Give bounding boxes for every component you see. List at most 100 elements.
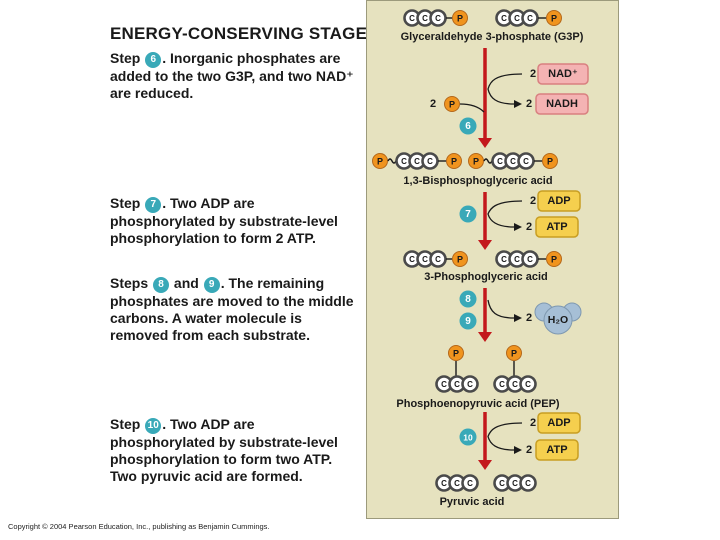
phosphate-label: P (551, 14, 557, 24)
carbon-label: C (510, 157, 516, 166)
side-reaction-curve (487, 422, 523, 451)
steps-8-9-text: . The remaining phosphates are moved to … (110, 275, 354, 343)
atp-coefficient: 2 (526, 444, 532, 456)
bpg-label: 1,3-Bisphosphoglyceric acid (403, 175, 552, 187)
carbon-label: C (467, 380, 473, 389)
step-badge (459, 205, 477, 223)
carbon-atom (521, 9, 539, 27)
carbon-label: C (514, 14, 520, 23)
step-10-text: . Two ADP are phosphorylated by substrat… (110, 416, 338, 484)
carbon-label: C (414, 157, 420, 166)
side-arrowhead (514, 223, 522, 231)
nadh-label: NADH (546, 98, 578, 110)
phosphate-label: P (449, 100, 455, 110)
phosphate-group (542, 153, 558, 169)
step-6-description: Step 6. Inorganic phosphates are added t… (110, 50, 360, 102)
carbon-label: C (467, 479, 473, 488)
carbon-label: C (454, 380, 460, 389)
carbon-label: C (523, 157, 529, 166)
carbon-label: C (409, 14, 415, 23)
carbon-label: C (525, 479, 531, 488)
carbon-label: C (501, 255, 507, 264)
carbon-label: C (454, 479, 460, 488)
carbon-atom (429, 250, 447, 268)
step-badge-label: 9 (465, 316, 471, 327)
side-arrowhead (514, 446, 522, 454)
carbon-label: C (527, 14, 533, 23)
water-coefficient: 2 (526, 312, 532, 324)
phosphate-group (546, 10, 562, 26)
pyruvate-label: Pyruvic acid (440, 496, 505, 508)
adp-box (537, 190, 581, 212)
side-reaction-curve (487, 299, 515, 319)
pga3-label: 3-Phosphoglyceric acid (424, 271, 547, 283)
carbon-label: C (401, 157, 407, 166)
step-badge-label: 10 (463, 433, 473, 443)
atp-box (535, 216, 579, 238)
step-10-description: Step 10. Two ADP are phosphorylated by s… (110, 416, 360, 485)
phosphate-label: P (547, 157, 553, 167)
phosphate-group (506, 345, 522, 361)
phosphate-group (452, 10, 468, 26)
adp-coefficient: 2 (530, 195, 536, 207)
nadh-coefficient: 2 (526, 98, 532, 110)
step-word: Steps (110, 275, 149, 291)
atp-coefficient: 2 (526, 221, 532, 233)
nad-coefficient: 2 (530, 68, 536, 80)
phosphate-group (448, 345, 464, 361)
step-9-badge: 9 (203, 277, 220, 293)
phosphate-group (546, 251, 562, 267)
step-6-badge: 6 (145, 52, 162, 68)
phosphate-label: P (377, 157, 383, 167)
nadh-box (535, 93, 589, 115)
reaction-arrowhead (478, 138, 492, 148)
carbon-atom (519, 375, 537, 393)
phosphate-curve (459, 103, 485, 113)
carbon-label: C (514, 255, 520, 264)
phosphate-label: P (457, 14, 463, 24)
step-badge (459, 428, 477, 446)
side-reaction-curve (487, 73, 523, 105)
step-badge-label: 7 (465, 209, 471, 220)
phosphate-group (372, 153, 388, 169)
step-badge (459, 290, 477, 308)
atp-label: ATP (546, 444, 567, 456)
g3p-label: Glyceraldehyde 3-phosphate (G3P) (401, 31, 584, 43)
step-7-description: Step 7. Two ADP are phosphorylated by su… (110, 195, 360, 247)
phosphate-label: P (551, 255, 557, 265)
carbon-label: C (527, 255, 533, 264)
nad-box (537, 63, 589, 85)
step-word: Step (110, 416, 141, 432)
phosphate-group (446, 153, 462, 169)
atp-label: ATP (546, 221, 567, 233)
adp-label: ADP (547, 195, 570, 207)
reaction-arrowhead (478, 240, 492, 250)
page-title: ENERGY-CONSERVING STAGE (110, 24, 368, 43)
step-7-badge: 7 (145, 197, 162, 213)
carbon-atom (521, 250, 539, 268)
carbon-atom (421, 152, 439, 170)
phosphate-label: P (451, 157, 457, 167)
step-6-text: . Inorganic phosphates are added to the … (110, 50, 354, 101)
carbon-atom (429, 9, 447, 27)
step-word: Step (110, 50, 141, 66)
phosphate-group (452, 251, 468, 267)
carbon-label: C (435, 255, 441, 264)
step-10-badge: 10 (145, 418, 162, 434)
step-8-badge: 8 (153, 277, 170, 293)
step-badge (459, 117, 477, 135)
adp-coefficient: 2 (530, 417, 536, 429)
step-7-text: . Two ADP are phosphorylated by substrat… (110, 195, 338, 246)
high-energy-bond (387, 158, 397, 164)
adp-box (537, 412, 581, 434)
copyright-notice: Copyright © 2004 Pearson Education, Inc.… (8, 522, 270, 531)
phosphate-label: P (453, 349, 459, 359)
pep-label: Phosphoenopyruvic acid (PEP) (396, 398, 560, 410)
phosphate-group (468, 153, 484, 169)
carbon-label: C (409, 255, 415, 264)
steps-8-9-description: Steps 8 and 9. The remaining phosphates … (110, 275, 360, 344)
water-label: H₂O (548, 314, 568, 326)
step-word: Step (110, 195, 141, 211)
reaction-arrowhead (478, 332, 492, 342)
nad-label: NAD⁺ (548, 68, 578, 80)
